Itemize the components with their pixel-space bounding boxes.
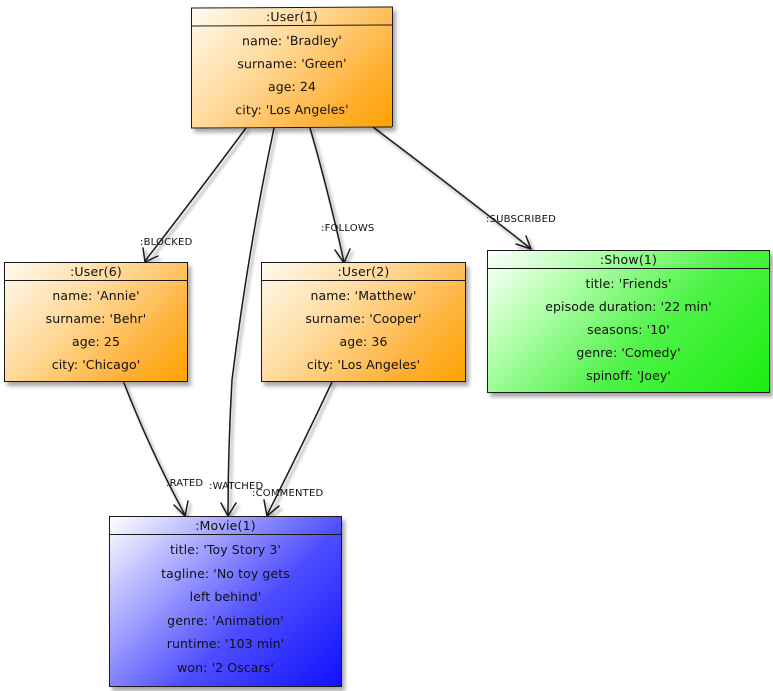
node-movie-1-tagline-cont: left behind' [189, 589, 262, 604]
node-user-2-title: :User(2) [262, 263, 465, 281]
node-user-1-city: city: 'Los Angeles' [235, 101, 349, 118]
node-user-1-title: :User(1) [192, 7, 392, 27]
node-user-2-surname: surname: 'Cooper' [305, 311, 422, 326]
node-user-6-surname: surname: 'Behr' [45, 311, 147, 326]
edge-label-rated: :RATED [166, 478, 204, 489]
edge-label-blocked: :BLOCKED [140, 237, 193, 248]
node-movie-1-genre: genre: 'Animation' [167, 612, 284, 628]
node-show-1-title: :Show(1) [488, 251, 769, 269]
node-movie-1-title: :Movie(1) [110, 517, 341, 535]
node-user-1-name: name: 'Bradley' [242, 32, 342, 49]
node-user-2[interactable]: :User(2) name: 'Matthew' surname: 'Coope… [261, 262, 466, 382]
node-show-1-episode-duration: episode duration: '22 min' [545, 299, 712, 314]
node-user-6-name: name: 'Annie' [52, 288, 140, 303]
node-user-2-city: city: 'Los Angeles' [306, 357, 421, 372]
node-show-1-seasons: seasons: '10' [587, 322, 670, 337]
node-show-1-spinoff: spinoff: 'Joey' [586, 368, 671, 383]
edge-subscribed-line [372, 126, 531, 249]
node-show-1-title-prop: title: 'Friends' [585, 276, 672, 291]
edge-watched-line [227, 127, 275, 516]
node-movie-1-tagline: tagline: 'No toy gets [161, 565, 290, 581]
edge-commented-line [266, 381, 333, 516]
edge-commented-arrowhead [263, 499, 280, 517]
edge-blocked-line [144, 127, 247, 262]
edge-label-commented: :COMMENTED [252, 488, 324, 499]
node-user-6-age: age: 25 [71, 334, 121, 349]
node-user-6-city: city: 'Chicago' [51, 357, 141, 372]
node-user-6[interactable]: :User(6) name: 'Annie' surname: 'Behr' a… [4, 262, 188, 382]
node-user-1-age: age: 24 [267, 78, 317, 95]
node-show-1[interactable]: :Show(1) title: 'Friends' episode durati… [487, 250, 770, 393]
node-show-1-genre: genre: 'Comedy' [576, 345, 681, 360]
node-user-2-age: age: 36 [339, 334, 388, 349]
node-user-2-name: name: 'Matthew' [310, 288, 417, 303]
node-movie-1-runtime: runtime: '103 min' [166, 636, 285, 651]
edge-label-subscribed: :SUBSCRIBED [486, 214, 557, 225]
edge-follows-line [309, 127, 345, 263]
node-user-6-title: :User(6) [5, 263, 187, 281]
node-movie-1[interactable]: :Movie(1) title: 'Toy Story 3' tagline: … [109, 516, 342, 687]
node-movie-1-title-prop: title: 'Toy Story 3' [170, 542, 281, 557]
edge-label-follows: :FOLLOWS [321, 223, 375, 234]
edge-label-watched: :WATCHED [209, 481, 264, 492]
node-user-1-surname: surname: 'Green' [237, 55, 347, 72]
node-movie-1-won: won: '2 Oscars' [177, 659, 274, 675]
node-user-1[interactable]: :User(1) name: 'Bradley' surname: 'Green… [191, 6, 393, 129]
edge-rated-line [123, 382, 186, 516]
edge-subscribed-arrowhead [515, 235, 532, 250]
